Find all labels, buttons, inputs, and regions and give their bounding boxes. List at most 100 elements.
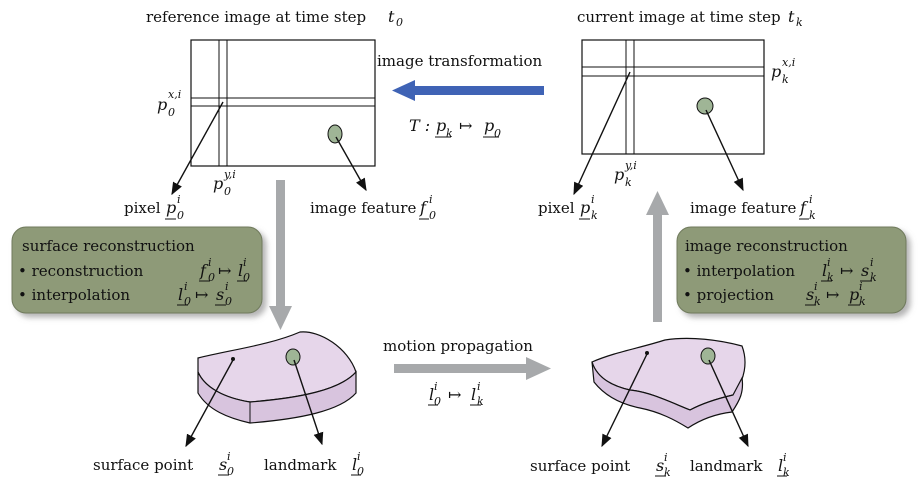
image-box-line2-b-sub: k: [859, 295, 866, 308]
image-box-line1-b-sup: i: [870, 256, 874, 269]
cur-point-sym: s: [656, 456, 664, 475]
reference-feature-arrow: [335, 136, 367, 192]
left-title-time-sub: 0: [396, 16, 403, 29]
reference-surface-point: [231, 357, 235, 361]
cur-landmark-sup: i: [783, 451, 787, 464]
surface-box-line2-a-sub: 0: [184, 295, 191, 308]
image-box-line2-a-sub: k: [814, 295, 821, 308]
reference-pixel-arrow: [171, 101, 224, 196]
surface-box-line2: • interpolation: [18, 286, 130, 304]
image-box-line2-b: p: [849, 285, 859, 304]
ref-pixel-sup: i: [177, 193, 181, 206]
ref-landmark-sup: i: [357, 450, 361, 463]
image-reconstruction-box: image reconstruction • interpolation l i…: [676, 226, 907, 314]
current-landmark-blob: [700, 347, 716, 365]
surface-box-line1-b-sup: i: [243, 256, 247, 269]
image-box-line1-a-sup: i: [827, 256, 831, 269]
surface-box-line2-a: l: [178, 285, 183, 304]
reference-landmark-arrow: [293, 359, 324, 446]
cur-point-sub: k: [664, 466, 671, 479]
cur-feature-text: image feature: [690, 199, 796, 217]
image-box-line2: • projection: [683, 286, 774, 304]
current-surface: [591, 337, 746, 429]
reference-landmark-blob: [285, 348, 301, 366]
ref-landmark-sym: l: [352, 455, 357, 474]
motion-formula: l i 0 ↦ l i k: [428, 380, 484, 408]
current-landmark-arrow: [708, 359, 749, 448]
reference-surface: [197, 331, 357, 424]
current-feature-arrow: [705, 109, 744, 192]
left-title: reference image at time step t 0: [146, 7, 403, 29]
current-feature-label: image feature f i k: [690, 193, 816, 222]
surface-box-title: surface reconstruction: [22, 237, 195, 255]
transform-formula: T : p k ↦ p 0: [409, 116, 501, 140]
down-gray-arrow: [269, 180, 292, 330]
cur-landmark-sub: k: [783, 466, 790, 479]
motion-map: ↦: [448, 385, 461, 404]
ref-feature-sub: 0: [429, 209, 436, 222]
ref-pixel-text: pixel: [124, 199, 161, 217]
image-box-title: image reconstruction: [685, 237, 848, 255]
ref-pixel-sub: 0: [177, 209, 184, 222]
image-box-line1-b-sub: k: [870, 271, 877, 284]
left-title-text: reference image at time step: [146, 8, 366, 26]
current-image-frame: [581, 39, 765, 155]
motion-label: motion propagation: [383, 337, 533, 355]
ref-point-sym: s: [219, 455, 227, 474]
ref-point-sub: 0: [227, 465, 234, 478]
cur-py-sup: y,i: [624, 159, 637, 172]
surface-reconstruction-box: surface reconstruction • reconstruction …: [11, 226, 263, 314]
motion-b-sup: i: [477, 380, 481, 393]
surface-box-line1-a-sup: i: [208, 256, 212, 269]
ref-feature-text: image feature: [310, 199, 416, 217]
transform-T: T :: [409, 116, 430, 135]
transform-pk: p: [436, 116, 446, 135]
cur-pixel-sub: k: [591, 209, 598, 222]
current-surface-point-label: surface point s i k: [530, 451, 671, 479]
image-box-line1-map: ↦: [840, 261, 853, 280]
surface-box-line1-a-sub: 0: [208, 271, 215, 284]
surface-box-line2-b-sup: i: [225, 280, 229, 293]
transform-label: image transformation: [377, 52, 542, 70]
motion-a-sub: 0: [434, 395, 441, 408]
surface-box-line2-b: s: [216, 285, 224, 304]
ref-px-sup: x,i: [168, 88, 181, 101]
cur-px-sub: k: [782, 73, 789, 86]
transform-p0-sub: 0: [494, 127, 501, 140]
ref-px-sub: 0: [168, 106, 175, 119]
ref-py-p: p: [213, 174, 223, 193]
ref-feature-sup: i: [429, 193, 433, 206]
current-px-label: p x,i k: [771, 56, 795, 86]
up-gray-arrow: [646, 191, 669, 322]
image-box-line1-a-sub: k: [827, 271, 834, 284]
ref-point-text: surface point: [93, 456, 193, 474]
reference-feature-label: image feature f i 0: [310, 193, 436, 222]
cur-pixel-sym: p: [580, 198, 590, 217]
image-box-line1-a: l: [822, 261, 827, 280]
motion-gray-arrow: [394, 357, 551, 380]
motion-b-sub: k: [477, 395, 484, 408]
right-title: current image at time step t k: [577, 7, 803, 29]
current-pixel-label: pixel p i k: [538, 193, 598, 222]
right-title-text: current image at time step: [577, 8, 781, 26]
surface-box-line2-map: ↦: [195, 285, 208, 304]
left-title-time: t: [388, 7, 395, 26]
ref-feature-sym: f: [419, 198, 429, 217]
reference-py-label: p y,i 0: [213, 168, 236, 198]
image-box-line1: • interpolation: [683, 262, 795, 280]
cur-px-sup: x,i: [782, 56, 795, 69]
surface-box-line1-a: f: [199, 261, 209, 280]
cur-feature-sup: i: [809, 193, 813, 206]
ref-px-p: p: [157, 95, 167, 114]
transform-p0: p: [484, 116, 494, 135]
reference-px-label: p x,i 0: [157, 88, 181, 119]
current-surface-point: [645, 351, 649, 355]
reference-image-frame: [190, 39, 376, 167]
cur-landmark-sym: l: [778, 456, 783, 475]
right-title-time: t: [788, 7, 795, 26]
reference-surface-point-label: surface point s i 0: [93, 450, 234, 478]
current-landmark-label: landmark l i k: [690, 451, 790, 479]
cur-feature-sym: f: [799, 198, 809, 217]
reference-pixel-label: pixel p i 0: [124, 193, 184, 222]
cur-px-p: p: [771, 62, 781, 81]
